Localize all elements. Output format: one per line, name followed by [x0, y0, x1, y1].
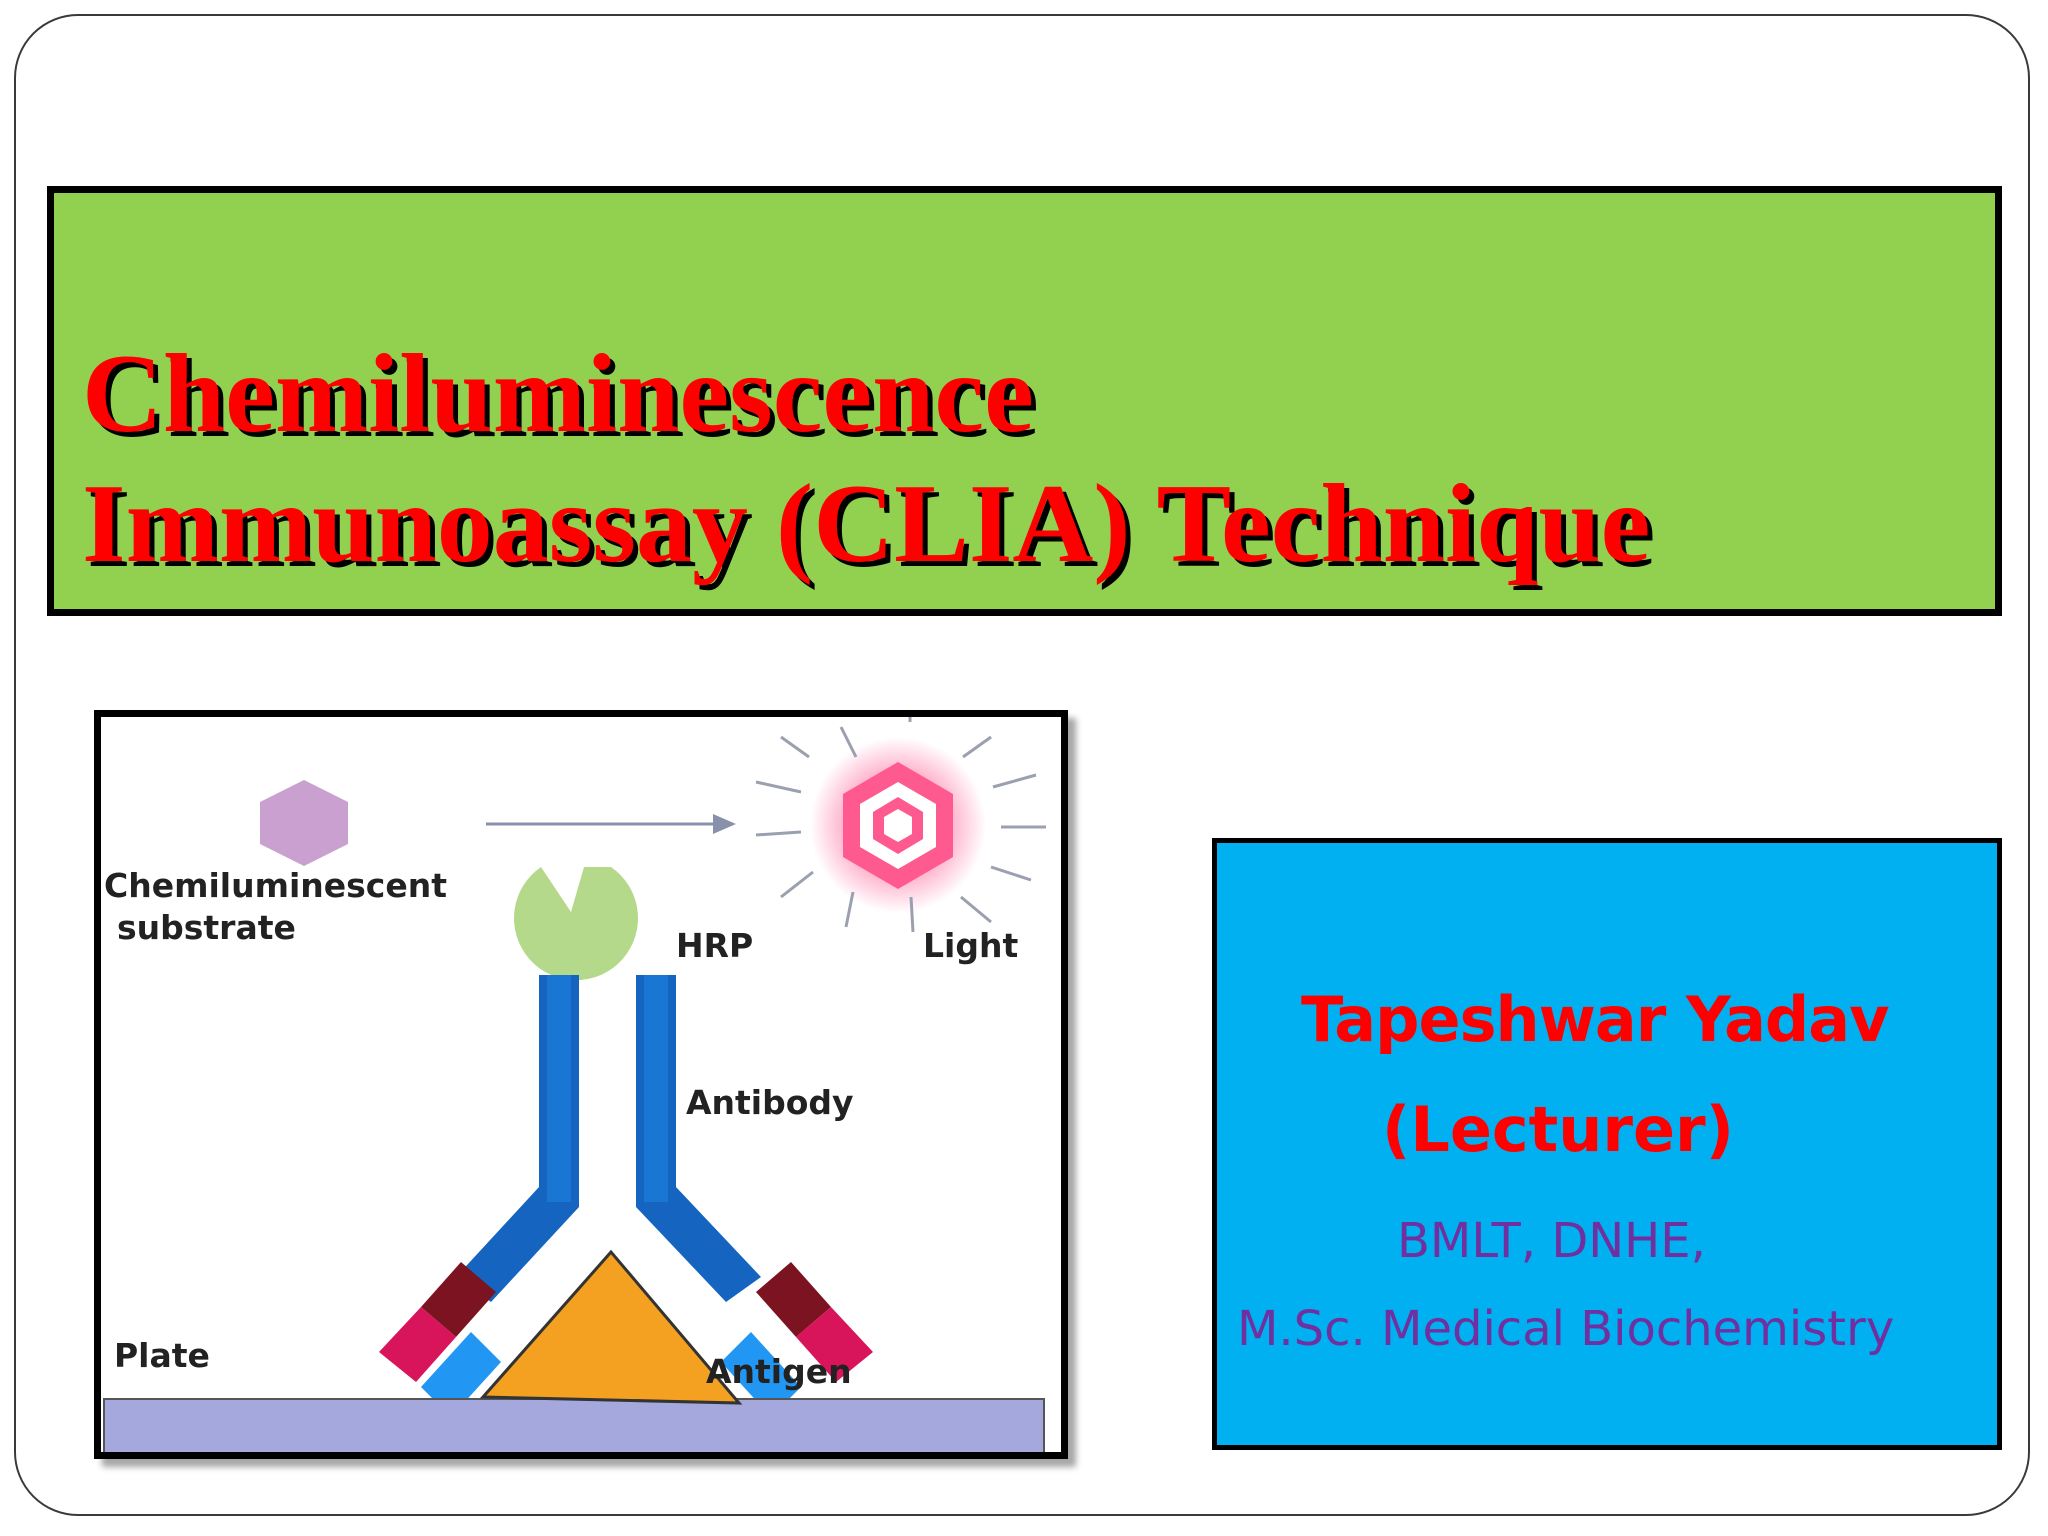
- author-name: Tapeshwar Yadav: [1301, 983, 1890, 1056]
- title-line-2: Immunoassay (CLIA) Technique: [82, 462, 1651, 586]
- plate-icon: [103, 1398, 1045, 1452]
- substrate-hexagon-icon: [260, 780, 348, 866]
- slide-title: Chemiluminescence Immunoassay (CLIA) Tec…: [82, 329, 1650, 589]
- light-label: Light: [923, 926, 1018, 965]
- antibody-label: Antibody: [686, 1083, 854, 1122]
- hrp-enzyme-icon: [514, 867, 638, 981]
- title-line-1: Chemiluminescence: [82, 332, 1034, 456]
- antibody-icon: [456, 975, 761, 1302]
- author-degrees-2: M.Sc. Medical Biochemistry: [1237, 1301, 1895, 1357]
- light-burst-icon: [755, 717, 1046, 933]
- light-chain-left-icon: [379, 1262, 501, 1417]
- author-role: (Lecturer): [1382, 1093, 1734, 1166]
- plate-label: Plate: [114, 1336, 210, 1375]
- clia-diagram-svg: Chemiluminescent substrate HRP Light Ant…: [103, 717, 1046, 1452]
- antigen-icon: [479, 1249, 743, 1405]
- hrp-label: HRP: [676, 926, 753, 965]
- reaction-arrow-icon: [486, 814, 736, 834]
- author-box: Tapeshwar Yadav (Lecturer) BMLT, DNHE, M…: [1212, 838, 2002, 1450]
- antigen-label: Antigen: [706, 1352, 852, 1391]
- substrate-label-2: substrate: [117, 908, 296, 947]
- clia-diagram: Chemiluminescent substrate HRP Light Ant…: [94, 710, 1068, 1459]
- author-degrees-1: BMLT, DNHE,: [1397, 1213, 1706, 1269]
- title-box: Chemiluminescence Immunoassay (CLIA) Tec…: [47, 186, 2002, 616]
- light-chain-right-icon: [721, 1262, 873, 1417]
- substrate-label-1: Chemiluminescent: [104, 866, 447, 905]
